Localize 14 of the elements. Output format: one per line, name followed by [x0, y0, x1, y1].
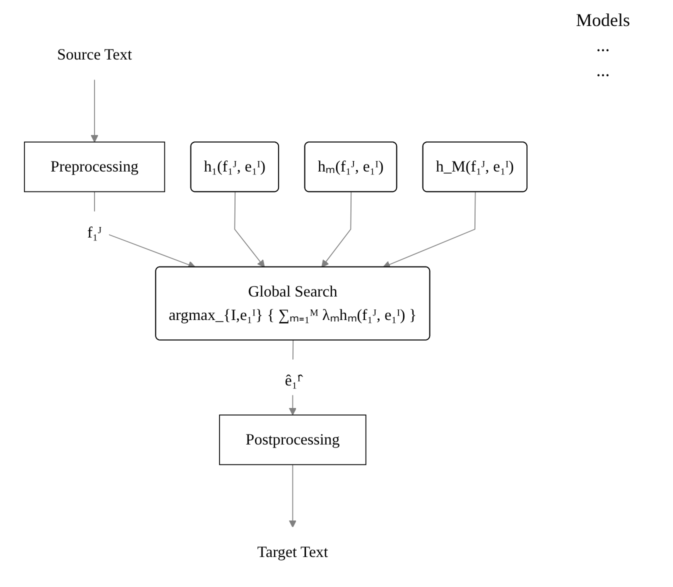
edge-label: f₁ᴶ — [86, 222, 102, 240]
ellipsis-text: ... — [596, 60, 610, 81]
arrow — [320, 191, 352, 268]
arrow — [90, 78, 98, 142]
arrow — [382, 191, 476, 268]
node-box: Postprocessing — [218, 414, 366, 465]
arrow — [234, 191, 264, 268]
node-box: Preprocessing — [24, 141, 165, 192]
node-text: Source Text — [56, 44, 132, 62]
heading: Models — [576, 10, 630, 31]
edge-label: ê₁ᴵ̂ — [284, 371, 300, 389]
node-text: Target Text — [256, 542, 328, 560]
arrow — [288, 464, 296, 528]
ellipsis-text: ... — [596, 35, 610, 56]
